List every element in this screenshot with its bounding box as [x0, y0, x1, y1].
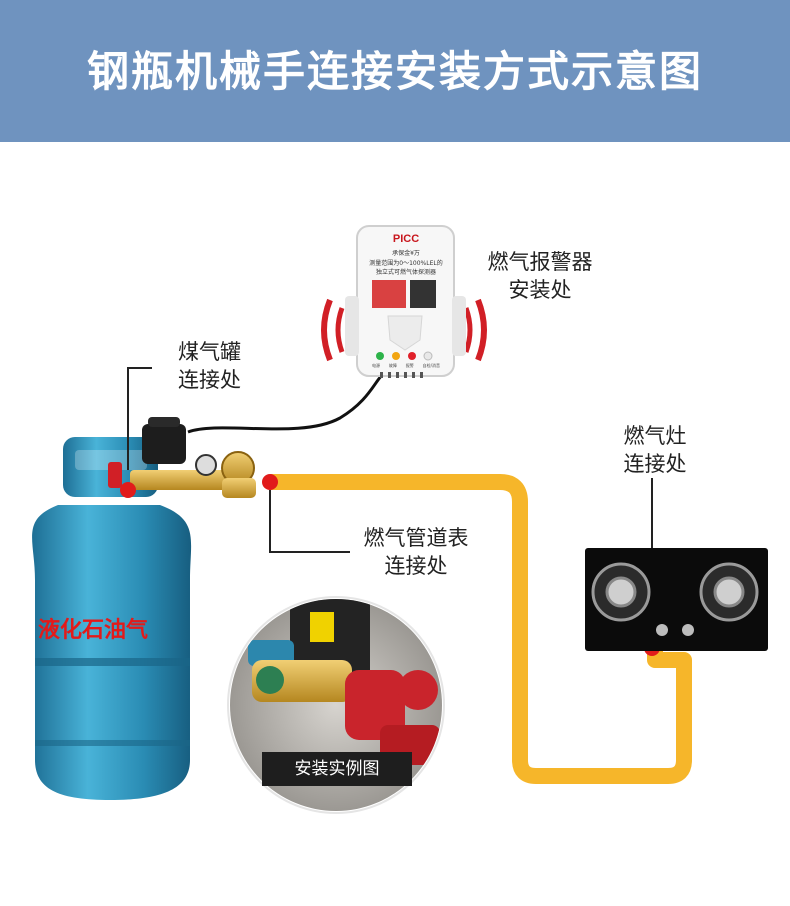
button-label-selftest: 自检/消音 — [423, 363, 440, 369]
device-spec-line1: 测量范围为0～100%LEL的 — [360, 258, 452, 267]
pipe-connection-marker — [262, 474, 278, 490]
stove-connection-label: 燃气灶 连接处 — [612, 422, 698, 478]
cylinder-label: 液化石油气 — [38, 612, 148, 644]
button-label-alarm: 报警 — [406, 363, 414, 369]
device-spec-line2: 独立式可燃气体探测器 — [360, 267, 452, 276]
alarm-install-label: 燃气报警器 安装处 — [480, 248, 600, 304]
alarm-label-line2: 安装处 — [480, 276, 600, 304]
pipe-label-line2: 连接处 — [356, 552, 476, 580]
tank-connection-marker — [120, 482, 136, 498]
device-button-labels: 电源 故障 报警 自检/消音 — [372, 363, 440, 369]
device-brand: PICC — [391, 233, 421, 245]
pipe-connection-label: 燃气管道表 连接处 — [356, 524, 476, 580]
gas-stove — [585, 548, 768, 651]
tank-label-line1: 煤气罐 — [178, 338, 241, 366]
tank-connection-label: 煤气罐 连接处 — [178, 338, 241, 394]
alarm-label-line1: 燃气报警器 — [480, 248, 600, 276]
tank-label-line2: 连接处 — [178, 366, 241, 394]
pipe-leader-line — [270, 490, 350, 552]
button-label-fault: 故障 — [389, 363, 397, 369]
stove-label-line1: 燃气灶 — [612, 422, 698, 450]
button-label-power: 电源 — [372, 363, 380, 369]
stove-label-line2: 连接处 — [612, 450, 698, 478]
photo-caption: 安装实例图 — [262, 752, 412, 786]
pipe-label-line1: 燃气管道表 — [356, 524, 476, 552]
device-insured: 承保金¥万 — [370, 248, 442, 257]
